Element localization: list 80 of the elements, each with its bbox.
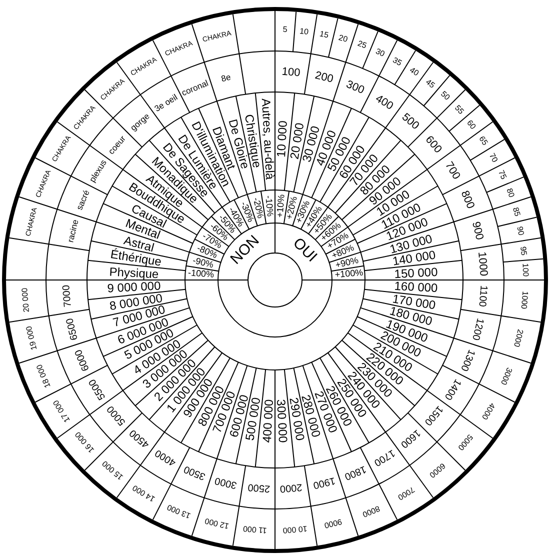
scale-number: 1000 (476, 251, 489, 276)
scale-number: 100 (520, 263, 530, 277)
scale-number: 3000 (214, 474, 238, 490)
scale-number: 95 (518, 246, 528, 256)
scale-number: 8000 (360, 504, 380, 518)
scale-number: 200 (313, 70, 334, 86)
percent-label: -100% (188, 268, 215, 280)
scale-number: 10 (299, 27, 310, 36)
scale-number: 12 000 (204, 516, 230, 530)
scale-number: 700 (442, 160, 462, 182)
scale-number: 150 000 (394, 265, 438, 280)
scale-number: 2500 (247, 481, 270, 494)
scale-number: 600 (423, 134, 444, 156)
scale-number: 5 (282, 26, 288, 34)
chakra-name: sacré (74, 189, 91, 212)
scale-number: 9000 (324, 517, 343, 530)
scale-number: 1100 (476, 285, 488, 308)
scale-number: 1900 (312, 474, 336, 490)
scale-number: 16 000 (74, 430, 96, 454)
scale-number: 6500 (65, 316, 80, 341)
scale-number: 55 (452, 104, 465, 116)
scale-number: 10 000 (275, 120, 290, 158)
scale-number: 7000 (62, 284, 74, 308)
scale-number: 45 (424, 78, 436, 90)
chakra-name: 8e (220, 72, 232, 83)
scale-number: 17 000 (52, 398, 72, 424)
scale-number: 900 (470, 221, 485, 242)
scale-number: 6000 (74, 347, 92, 372)
scale-number: 400 000 (260, 398, 275, 443)
scale-number: 3000 (498, 366, 514, 386)
scale-number: 400 (372, 93, 394, 112)
scale-number: 4000 (154, 447, 178, 468)
scale-number: 500 (400, 112, 421, 132)
percent-label: -10% (264, 195, 274, 218)
scale-number: 1700 (372, 447, 396, 468)
scale-number: 2000 (512, 328, 524, 348)
scale-number: 1300 (458, 347, 476, 372)
scale-number: 30 (374, 47, 386, 58)
scale-number: 3500 (183, 463, 208, 482)
scale-number: 160 000 (394, 280, 438, 294)
scale-number: 19 000 (25, 326, 39, 352)
scale-number: 300 000 (275, 398, 290, 443)
scale-number: 80 (504, 188, 515, 200)
scale-number: 1800 (342, 463, 367, 482)
scale-number: 20 000 (20, 287, 31, 312)
percent-label: +90% (334, 256, 360, 270)
chakra-name: 3e oeil (153, 92, 180, 113)
scale-number: 14 000 (132, 483, 157, 503)
answer-label: OUI (290, 236, 320, 266)
scale-number: 13 000 (166, 502, 192, 520)
scale-number: 15 (318, 30, 329, 40)
plane-label: Autres, au-delà (260, 98, 276, 180)
scale-number: 7000 (396, 485, 416, 502)
scale-number: 15 000 (100, 459, 125, 482)
scale-number: 85 (510, 206, 521, 218)
scale-number: 60 (465, 119, 478, 132)
plane-label: Physique (109, 265, 160, 280)
scale-number: 90 (515, 226, 525, 236)
percent-label: +10% (275, 194, 286, 218)
scale-number: 11 000 (243, 524, 268, 534)
scale-number: 20 (338, 34, 348, 44)
scale-number: 4500 (128, 427, 152, 450)
scale-number: 9 000 000 (107, 280, 162, 295)
scale-number: 25 (356, 40, 368, 51)
percent-label: +100% (334, 268, 364, 280)
scale-number: 40 (408, 66, 420, 78)
scale-number: 300 (344, 79, 366, 96)
scale-number: 10 000 (282, 524, 308, 534)
scale-number: 1000 (520, 290, 529, 309)
scale-number: 800 (458, 190, 476, 211)
scale-number: 65 (477, 135, 489, 148)
scale-number: 2000 (280, 481, 303, 494)
scale-number: 35 (391, 56, 403, 68)
scale-number: 100 (282, 66, 301, 79)
chakra-name: racine (66, 219, 80, 244)
scale-number: 1200 (470, 316, 485, 341)
scale-number: 50 (438, 90, 451, 102)
scale-number: 75 (496, 170, 508, 182)
scale-number: 18 000 (36, 362, 52, 388)
scale-number: 70 (487, 152, 499, 164)
